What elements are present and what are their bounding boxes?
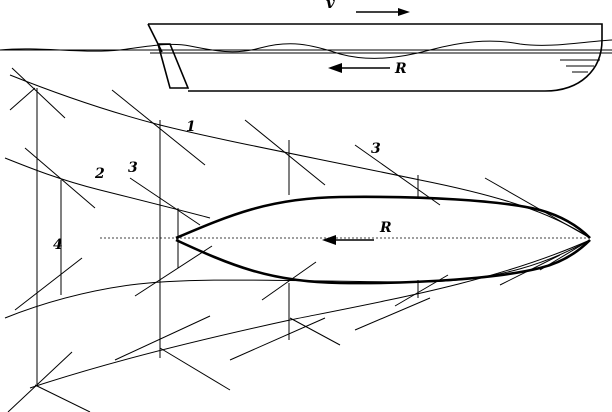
wave-line-lower-2	[29, 239, 591, 389]
wave-line-lower-1	[4, 239, 591, 319]
ship-hull-bottom	[175, 238, 591, 285]
wave-label-3-right: 3	[371, 141, 381, 157]
resistance-label-plan: R	[379, 220, 392, 236]
wave-label-3-left: 3	[128, 160, 138, 176]
rudder-shape	[156, 43, 190, 89]
wave-crest-lines	[4, 74, 591, 389]
resistance-arrow-side	[328, 63, 390, 73]
resistance-arrow-plan	[322, 235, 374, 245]
wave-diagonal-strokes	[7, 67, 561, 412]
wave-label-1: 1	[186, 119, 196, 135]
diverging-line-top	[484, 177, 591, 239]
wave-label-2: 2	[94, 166, 105, 182]
water-surface	[0, 39, 612, 73]
wave-label-4: 4	[53, 237, 63, 253]
ship-side-view	[147, 23, 603, 92]
resistance-label-side: R	[394, 61, 407, 77]
velocity-arrow	[356, 8, 410, 16]
wave-vertical-markers	[36, 88, 419, 385]
diverging-line-bottom	[539, 239, 591, 271]
velocity-label: v	[326, 0, 335, 12]
wave-line-2	[4, 157, 211, 219]
wave-line-1	[9, 74, 591, 239]
ship-hull-profile	[148, 23, 603, 92]
ship-hull-top	[175, 195, 591, 240]
